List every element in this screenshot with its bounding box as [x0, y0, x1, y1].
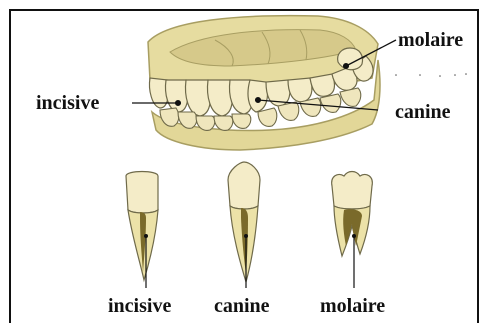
- label-molaire-arch: molaire: [398, 30, 463, 50]
- incisor-crown: [126, 172, 158, 214]
- dental-arch: [148, 16, 380, 150]
- molar-crown: [332, 172, 373, 210]
- label-molaire-tooth: molaire: [320, 296, 385, 316]
- faint-marks: [395, 73, 467, 77]
- label-incisive-arch: incisive: [36, 93, 99, 113]
- canine-tooth: [228, 162, 260, 288]
- label-canine-tooth: canine: [214, 296, 270, 316]
- canine-crown: [228, 162, 260, 209]
- molar-tooth: [332, 172, 373, 289]
- label-canine-arch: canine: [395, 102, 451, 122]
- incisor-tooth: [126, 172, 158, 289]
- label-incisive-tooth: incisive: [108, 296, 171, 316]
